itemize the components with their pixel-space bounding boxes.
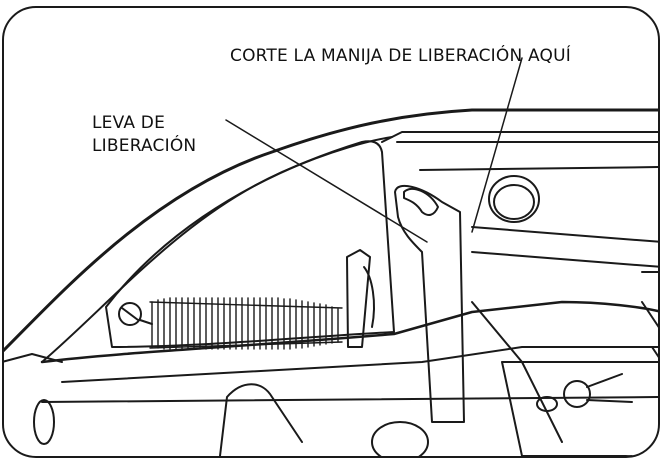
left-bracket (4, 353, 63, 363)
lower-rail (40, 300, 658, 364)
lower-rail-3 (41, 396, 658, 403)
left-hole (33, 399, 55, 445)
top-plate (381, 131, 658, 143)
cut-handle-label: CORTE LA MANIJA DE LIBERACIÓN AQUÍ (230, 46, 571, 66)
right-edge (641, 271, 658, 358)
mechanism-drawing (4, 57, 658, 456)
lower-bracket (219, 383, 303, 456)
handle-slot (403, 187, 439, 216)
cam-arm-hole (363, 266, 375, 328)
cotter-pin-body (586, 373, 633, 403)
leader-line-cut (471, 57, 523, 233)
cam-arm (346, 249, 371, 348)
diagram-frame: CORTE LA MANIJA DE LIBERACIÓN AQUÍ LEVA … (2, 6, 660, 458)
housing-outer-edge (4, 108, 658, 353)
spring-anchor-screw (118, 302, 142, 326)
plate-edge-3 (471, 251, 658, 268)
cotter-pin-head (563, 380, 591, 408)
lower-ring (371, 421, 429, 456)
housing-window (105, 140, 395, 348)
release-cam-label: LEVA DE LIBERACIÓN (92, 112, 196, 158)
leader-line-cam (225, 119, 428, 243)
plate-edge (419, 166, 658, 171)
rubber-plug-inner (493, 184, 535, 220)
lower-strut (471, 301, 563, 443)
release-cam-label-line2: LIBERACIÓN (92, 136, 197, 156)
screw-shank (139, 319, 153, 325)
cotter-pin-eye (536, 396, 558, 412)
rubber-plug (488, 175, 540, 223)
release-cam-label-line1: LEVA DE (92, 113, 166, 133)
screw-slot (121, 307, 139, 321)
housing-inner-edge (41, 136, 393, 363)
lower-rail-2 (61, 346, 658, 383)
lower-box (501, 361, 658, 456)
plate-edge-2 (471, 226, 658, 243)
release-handle (394, 184, 465, 423)
